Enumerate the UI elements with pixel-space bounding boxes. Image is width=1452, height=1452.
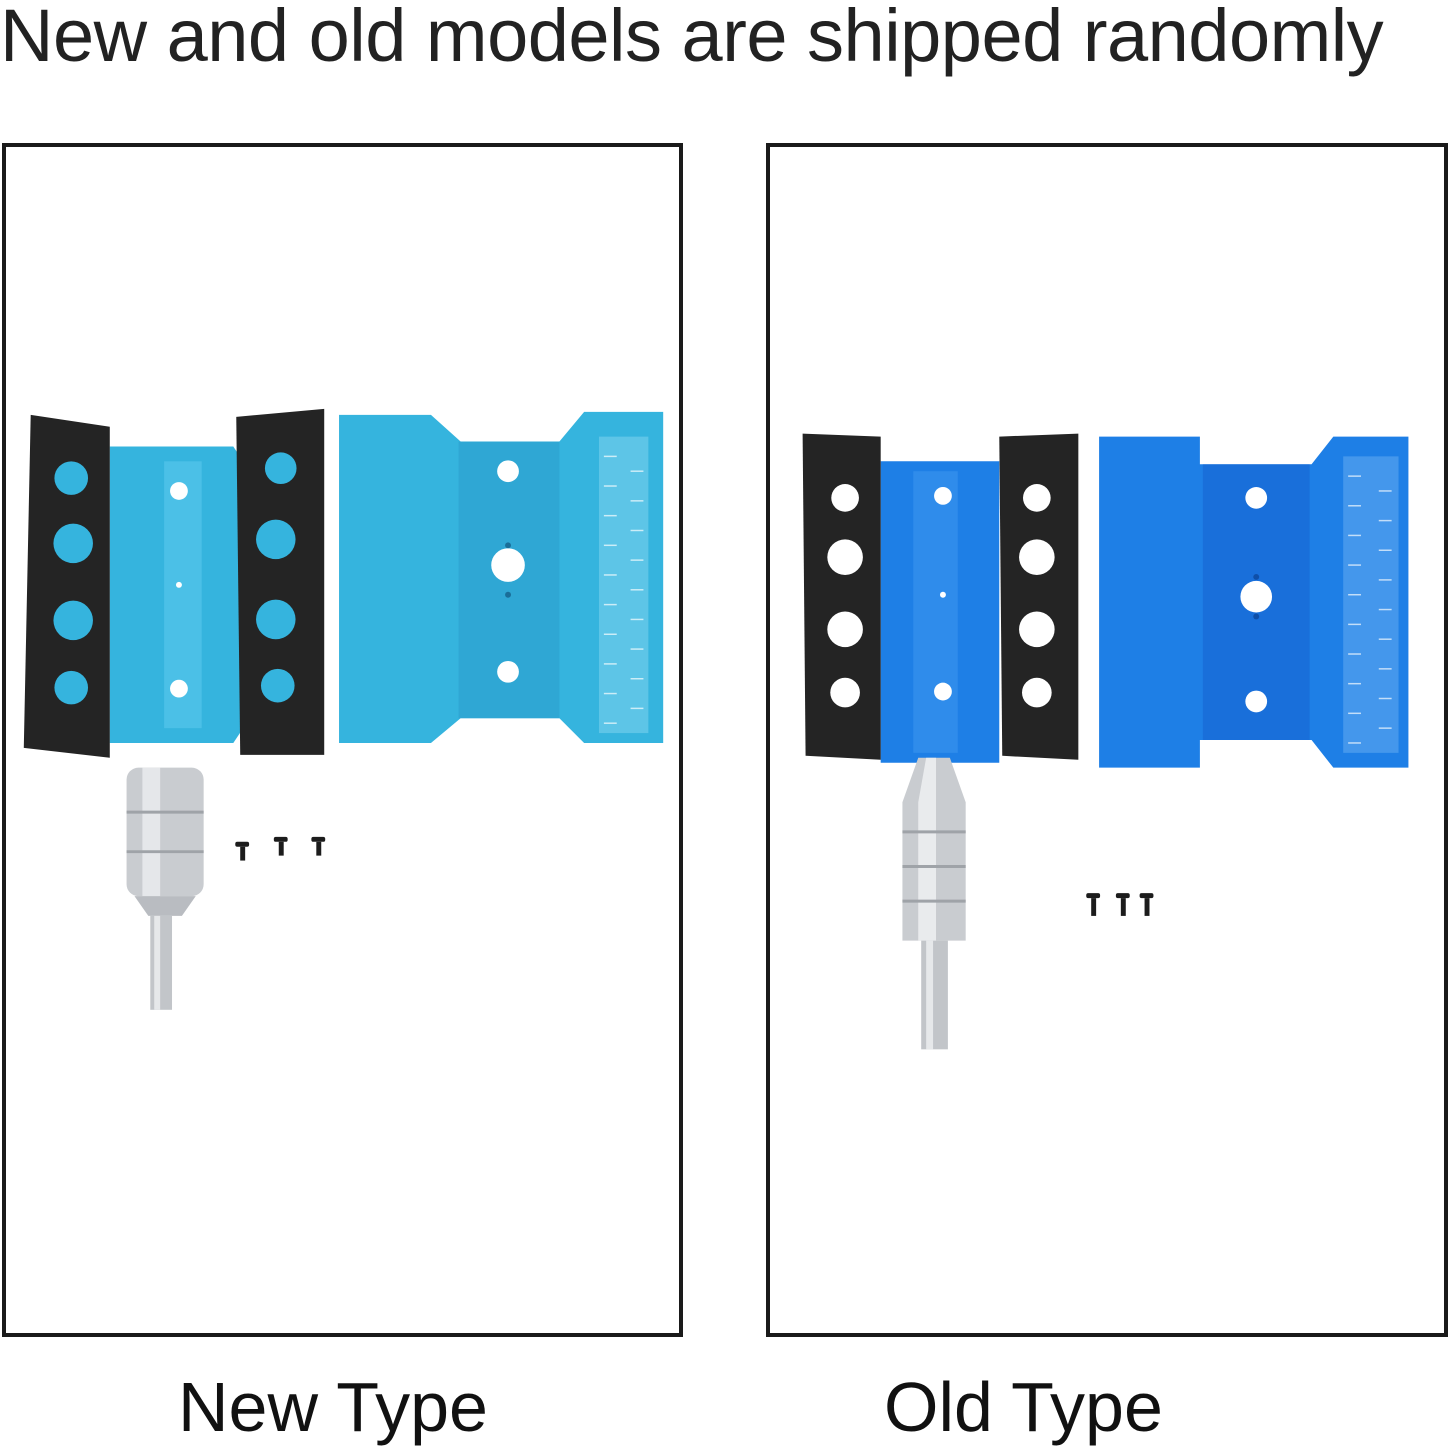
ruler-plate-icon (1099, 436, 1409, 768)
metal-post-icon (902, 757, 966, 1050)
headline: New and old models are shipped randomly (0, 0, 1384, 77)
foam-pad-icon (23, 408, 325, 758)
metal-post-icon (126, 767, 204, 1010)
new-type-panel (2, 143, 683, 1337)
foam-pad-icon (802, 433, 1079, 760)
old-type-product-image (802, 433, 1409, 1050)
old-type-panel (766, 143, 1448, 1337)
new-type-product-image (23, 408, 664, 1010)
bracket-plate-icon (880, 461, 1000, 763)
ruler-plate-icon (339, 411, 664, 743)
old-type-caption: Old Type (884, 1368, 1163, 1446)
new-type-caption: New Type (178, 1368, 488, 1446)
screw-icon (235, 836, 326, 861)
screw-icon (1086, 893, 1154, 916)
bracket-plate-icon (109, 446, 254, 743)
